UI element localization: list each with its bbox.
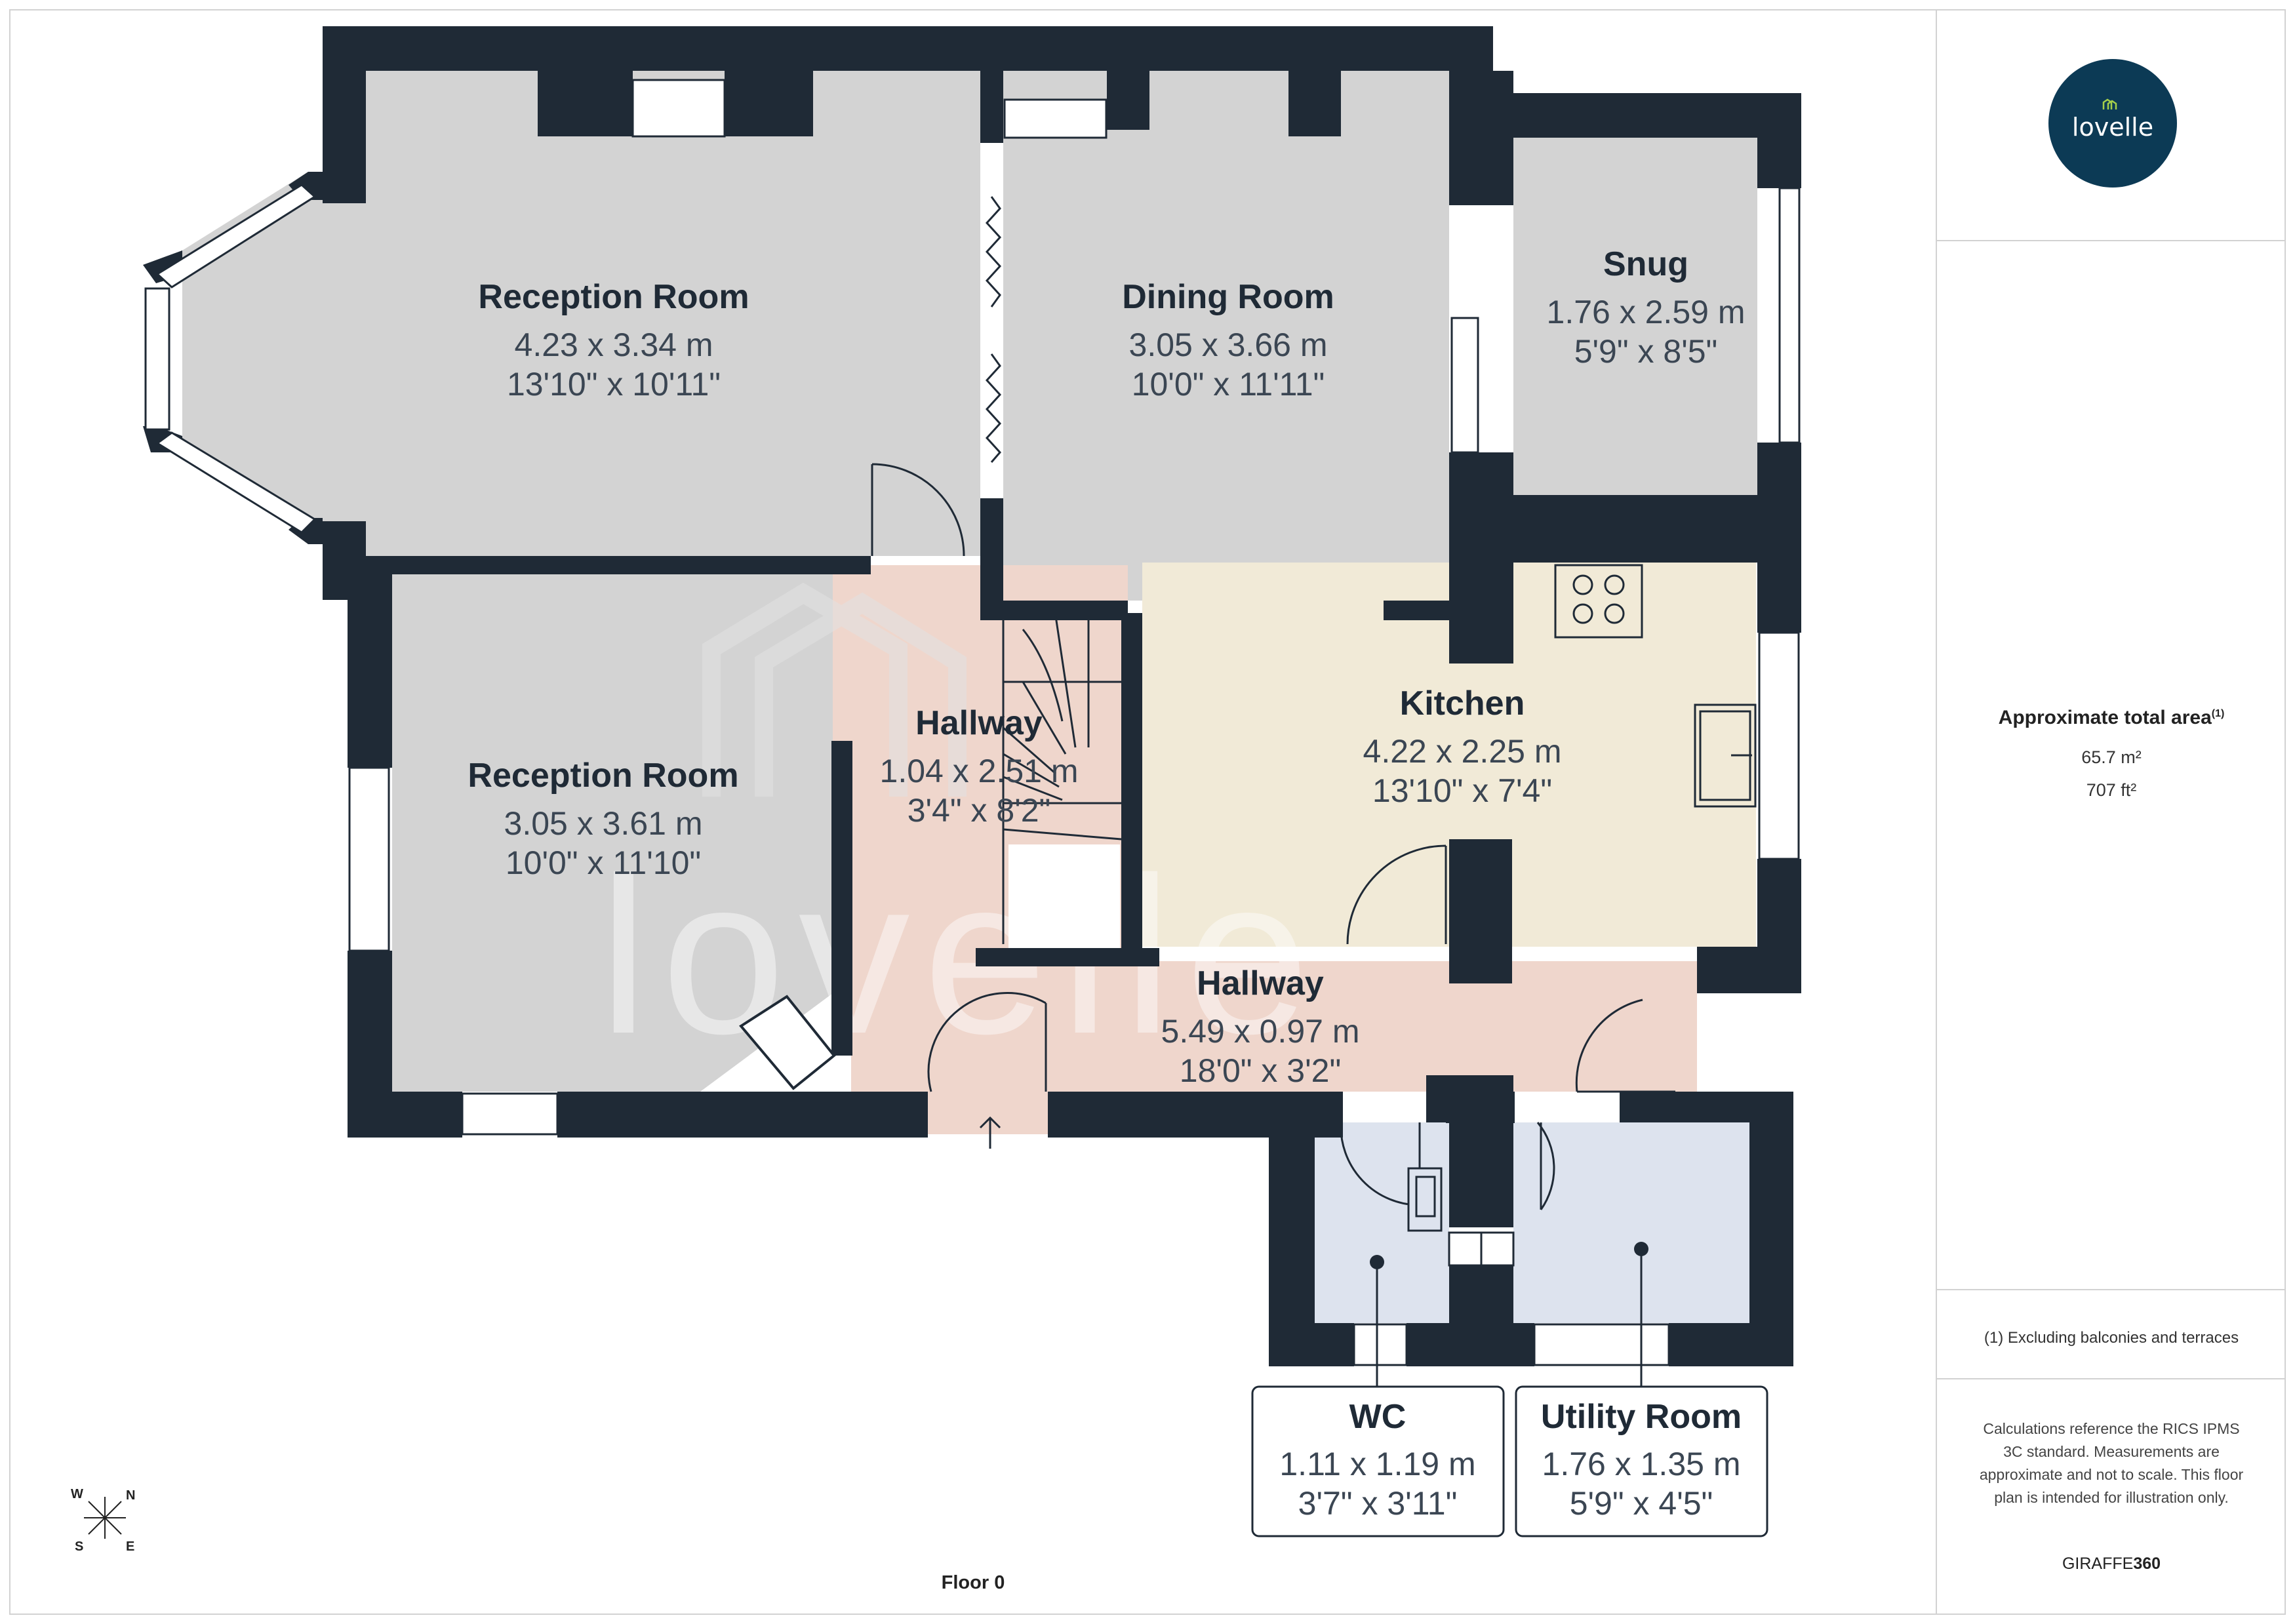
reception-2-metric: 3.05 x 3.61 m <box>504 805 703 842</box>
room-labels: Reception Room 4.23 x 3.34 m 13'10" x 10… <box>468 245 1745 1089</box>
sidebar-divider-mid <box>1937 1289 2286 1290</box>
area-footnote-marker: (1) <box>2211 708 2225 719</box>
walls <box>143 26 1801 1366</box>
bay-window-lower <box>155 431 317 534</box>
dining-name: Dining Room <box>1122 278 1334 316</box>
area-title: Approximate total area(1) <box>1937 707 2286 729</box>
calculation-note: Calculations reference the RICS IPMS 3C … <box>1979 1420 2244 1506</box>
window-reception-2-bottom <box>461 1092 559 1136</box>
floor-label: Floor 0 <box>941 1572 1005 1593</box>
brand-prefix: GIRAFFE <box>2062 1555 2134 1573</box>
wc-name: WC <box>1349 1398 1407 1436</box>
window-top-left <box>631 79 726 138</box>
window-snug-left <box>1450 317 1479 454</box>
dining-room-floor <box>1003 71 1449 601</box>
reception-room-1-floor <box>182 71 980 556</box>
utility-callout-box <box>1515 1385 1768 1537</box>
kitchen-imperial: 13'10" x 7'4" <box>1372 772 1552 809</box>
dining-imperial: 10'0" x 11'11" <box>1132 366 1325 403</box>
area-m2: 65.7 m² <box>2081 747 2142 767</box>
room-floors <box>182 71 1757 1323</box>
snug-floor <box>1513 138 1757 495</box>
exclusion-note: (1) Excluding balconies and terraces <box>1984 1329 2239 1347</box>
sidebar-divider-top <box>1937 240 2286 241</box>
hallway-2-imperial: 18'0" x 3'2" <box>1180 1052 1341 1089</box>
page-border <box>9 9 2286 1615</box>
watermark: lovelle <box>599 582 1323 1080</box>
doors <box>871 196 1675 1210</box>
compass-s: S <box>75 1539 84 1554</box>
compass-w: W <box>71 1487 83 1501</box>
reception-2-imperial: 10'0" x 11'10" <box>506 844 701 881</box>
wc-metric: 1.11 x 1.19 m <box>1279 1446 1475 1482</box>
wc-imperial: 3'7" x 3'11" <box>1298 1485 1458 1522</box>
lovelle-logo: lovelle <box>2048 59 2177 188</box>
bay-window-mid <box>144 287 170 431</box>
hallway-2-metric: 5.49 x 0.97 m <box>1161 1013 1360 1050</box>
snug-imperial: 5'9" x 8'5" <box>1574 333 1718 370</box>
hallway-2-name: Hallway <box>1197 964 1324 1002</box>
reception-1-imperial: 13'10" x 10'11" <box>507 366 721 403</box>
snug-metric: 1.76 x 2.59 m <box>1547 294 1746 330</box>
info-sidebar: lovelle Approximate total area(1) 65.7 m… <box>1936 9 2286 1615</box>
sidebar-divider-low <box>1937 1378 2286 1379</box>
window-dining-left <box>1003 98 1108 139</box>
compass-e: E <box>126 1539 135 1554</box>
reception-1-name: Reception Room <box>478 278 749 316</box>
compass-icon <box>84 1497 126 1539</box>
callouts: WC 1.11 x 1.19 m 3'7" x 3'11" Utility Ro… <box>1251 1242 1768 1537</box>
kitchen-fixtures <box>1554 564 1757 808</box>
utility-imperial: 5'9" x 4'5" <box>1570 1485 1713 1522</box>
reception-room-2-floor <box>392 574 833 1092</box>
hallway-1-name: Hallway <box>915 704 1043 742</box>
reception-2-name: Reception Room <box>468 757 738 795</box>
logo-wordmark: lovelle <box>2071 113 2154 142</box>
reception-1-metric: 4.23 x 3.34 m <box>515 327 713 363</box>
hallway-1-metric: 1.04 x 2.51 m <box>880 753 1079 789</box>
dining-metric: 3.05 x 3.66 m <box>1129 327 1328 363</box>
watermark-text: lovelle <box>599 831 1323 1080</box>
hob <box>1554 564 1643 639</box>
compass-n: N <box>126 1488 136 1503</box>
window-utility <box>1533 1323 1670 1366</box>
kitchen-name: Kitchen <box>1400 684 1525 723</box>
area-ft2: 707 ft² <box>2086 780 2137 800</box>
utility-name: Utility Room <box>1541 1398 1742 1436</box>
reception-2-fireplace <box>739 995 836 1090</box>
kitchen-metric: 4.22 x 2.25 m <box>1363 733 1562 770</box>
wc-callout-box <box>1251 1385 1505 1537</box>
staircase <box>1002 613 1122 944</box>
window-reception-2 <box>348 766 390 952</box>
utility-floor <box>1513 1122 1749 1323</box>
house-mark-icon <box>2102 98 2117 109</box>
area-title-text: Approximate total area <box>1998 707 2212 728</box>
floor-plan: lovelle <box>84 26 1801 1539</box>
bay-window-upper <box>155 184 317 288</box>
giraffe360-brand: GIRAFFE360 <box>1937 1555 2286 1574</box>
window-wc <box>1353 1323 1408 1366</box>
window-kitchen <box>1758 631 1800 860</box>
brand-suffix: 360 <box>2133 1555 2161 1573</box>
windows <box>144 79 1801 1366</box>
utility-metric: 1.76 x 1.35 m <box>1542 1446 1741 1482</box>
wc-fixture <box>1407 1167 1515 1267</box>
stair-void <box>1008 844 1120 955</box>
window-snug-right <box>1778 187 1801 444</box>
hallway-1-imperial: 3'4" x 8'2" <box>908 792 1051 829</box>
snug-name: Snug <box>1603 245 1688 283</box>
